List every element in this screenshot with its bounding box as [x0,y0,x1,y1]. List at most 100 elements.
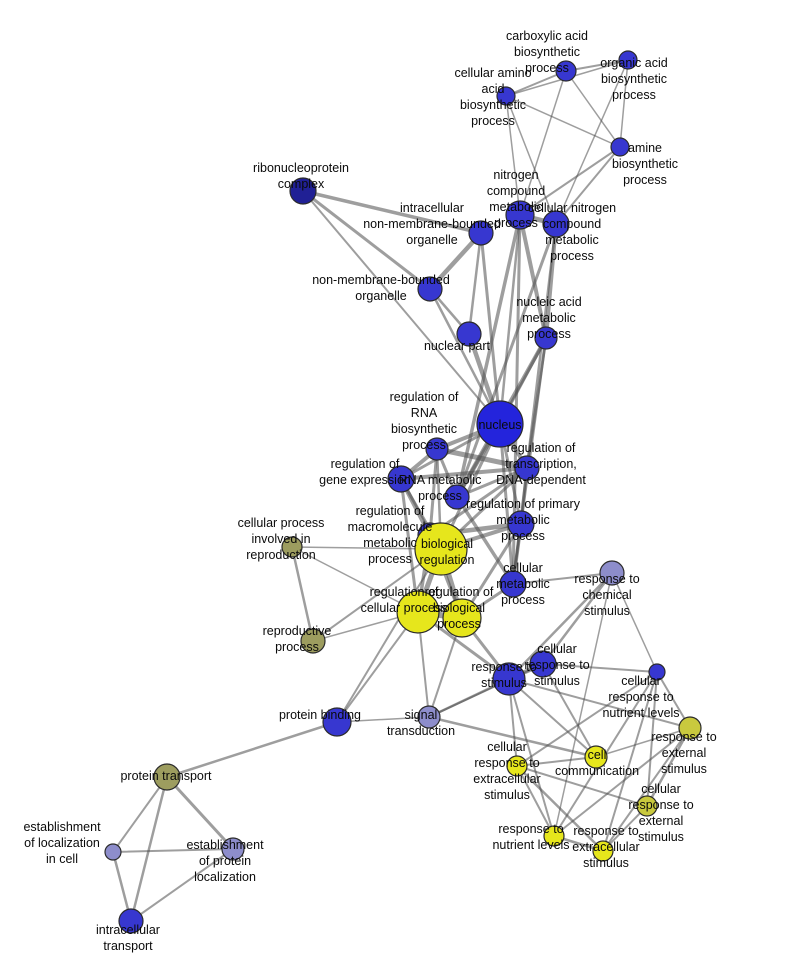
node-cellular-response-to-external-stimulus[interactable] [636,795,658,817]
edge-cellular-amino-acid-biosynthetic-process--cellular-nitrogen-compound-metabolic-process [505,95,557,225]
node-label-non-membrane-bounded-organelle-line-1: organelle [355,289,406,303]
node-rna-metabolic-process[interactable] [444,484,470,510]
edge-response-to-chemical-stimulus--response-to-nutrient-levels [553,572,613,837]
edge-protein-transport--establishment-of-localization-in-cell [112,776,168,853]
node-label-regulation-of-primary-metabolic-process-line-0: regulation of primary [466,497,581,511]
node-label-regulation-of-gene-expression-line-0: regulation of [331,457,400,471]
node-response-to-extracellular-stimulus[interactable] [592,840,614,862]
edge-organic-acid-biosynthetic-process--cellular-nitrogen-compound-metabolic-process [555,59,629,225]
node-label-response-to-nutrient-levels-line-0: response to [498,822,563,836]
node-label-cellular-response-to-extracellular-stimulus-line-2: extracellular [473,772,540,786]
node-establishment-of-localization-in-cell[interactable] [104,843,122,861]
edge-response-to-external-stimulus--response-to-extracellular-stimulus [602,727,691,852]
node-signal-transduction[interactable] [417,705,441,729]
edge-carboxylic-acid-biosynthetic-process--nitrogen-compound-metabolic-process [519,70,567,216]
node-response-to-external-stimulus[interactable] [678,716,702,740]
node-cellular-response-to-extracellular-stimulus[interactable] [506,755,528,777]
node-label-cellular-nitrogen-compound-metabolic-process-line-1: compound [543,217,601,231]
node-label-response-to-external-stimulus-line-0: response to [651,730,716,744]
node-regulation-of-rna-biosynthetic-process[interactable] [425,437,449,461]
node-protein-binding[interactable] [322,707,352,737]
edge-rna-metabolic-process--cellular-metabolic-process [455,495,515,586]
node-label-response-to-stimulus-line-0: response to [471,660,536,674]
node-label-cellular-nitrogen-compound-metabolic-process-line-2: metabolic [545,233,599,247]
node-establishment-of-protein-localization[interactable] [221,837,245,861]
edge-carboxylic-acid-biosynthetic-process--cellular-amino-acid-biosynthetic-process [505,70,567,97]
node-cellular-amino-acid-biosynthetic-process[interactable] [496,86,516,106]
node-regulation-of-transcription-dna-dependent[interactable] [514,455,540,481]
node-label-nitrogen-compound-metabolic-process-line-1: compound [487,184,545,198]
edge-non-membrane-bounded-organelle--nucleus [428,287,502,426]
node-ribonucleoprotein-complex[interactable] [289,177,317,205]
node-label-regulation-of-rna-biosynthetic-process-line-0: regulation of [390,390,459,404]
node-cellular-process-involved-in-reproduction[interactable] [281,536,303,558]
node-label-regulation-of-macromolecule-metabolic-process-line-3: process [368,552,412,566]
node-label-amine-biosynthetic-process-line-1: biosynthetic [612,157,678,171]
edge-carboxylic-acid-biosynthetic-process--amine-biosynthetic-process [565,70,621,148]
node-label-nitrogen-compound-metabolic-process-line-3: process [494,216,538,230]
node-label-cellular-process-involved-in-reproduction-line-0: cellular process [238,516,325,530]
node-label-non-membrane-bounded-organelle-line-0: non-membrane-bounded [312,273,450,287]
edge-response-to-external-stimulus--cellular-response-to-external-stimulus [645,726,692,808]
node-cellular-nitrogen-compound-metabolic-process[interactable] [542,210,570,238]
node-carboxylic-acid-biosynthetic-process[interactable] [555,60,577,82]
node-amine-biosynthetic-process[interactable] [610,137,630,157]
node-cell-communication[interactable] [584,745,608,769]
node-label-intracellular-non-membrane-bounded-organelle-line-2: organelle [406,233,457,247]
node-response-to-stimulus[interactable] [492,662,526,696]
edge-protein-transport--intracellular-transport [129,775,169,923]
node-nucleus[interactable] [476,400,524,448]
node-cellular-response-to-stimulus[interactable] [529,650,557,678]
node-regulation-of-cellular-process[interactable] [396,590,440,634]
node-cellular-response-to-nutrient-levels[interactable] [648,663,666,681]
node-organic-acid-biosynthetic-process[interactable] [618,50,638,70]
node-non-membrane-bounded-organelle[interactable] [417,276,443,302]
edge-intracellular-non-membrane-bounded-organelle--nuclear-part [467,231,483,336]
node-regulation-of-primary-metabolic-process[interactable] [507,510,535,538]
node-nitrogen-compound-metabolic-process[interactable] [505,200,535,230]
node-response-to-nutrient-levels[interactable] [543,825,565,847]
node-reproductive-process[interactable] [300,628,326,654]
node-label-regulation-of-macromolecule-metabolic-process-line-1: macromolecule [348,520,433,534]
edge-protein-binding--biological-regulation [336,548,442,723]
edge-cellular-process-involved-in-reproduction--reproductive-process [290,545,315,643]
node-intracellular-non-membrane-bounded-organelle[interactable] [468,220,494,246]
node-cellular-metabolic-process[interactable] [499,570,527,598]
edge-response-to-nutrient-levels--cellular-response-to-extracellular-stimulus [516,765,555,837]
node-label-response-to-chemical-stimulus-line-2: stimulus [584,604,630,618]
node-label-regulation-of-primary-metabolic-process-line-1: metabolic [496,513,550,527]
node-protein-transport[interactable] [153,763,181,791]
node-label-cellular-metabolic-process-line-0: cellular [503,561,543,575]
node-nuclear-part[interactable] [456,321,482,347]
node-intracellular-transport[interactable] [118,908,144,934]
node-nucleic-acid-metabolic-process[interactable] [534,326,558,350]
node-label-regulation-of-transcription-dna-dependent-line-0: regulation of [507,441,576,455]
node-label-response-to-extracellular-stimulus-line-0: response to [573,824,638,838]
edge-ribonucleoprotein-complex--non-membrane-bounded-organelle [301,189,432,291]
edge-cellular-response-to-stimulus--cell-communication [542,663,597,758]
node-regulation-of-biological-process[interactable] [442,598,482,638]
node-biological-regulation[interactable] [414,522,468,576]
edge-cellular-amino-acid-biosynthetic-process--nitrogen-compound-metabolic-process [505,95,521,216]
node-label-regulation-of-cellular-process-line-0: regulation of [370,585,439,599]
node-label-cellular-response-to-stimulus-line-1: response to [524,658,589,672]
node-label-carboxylic-acid-biosynthetic-process-line-2: process [525,61,569,75]
node-label-carboxylic-acid-biosynthetic-process-line-1: biosynthetic [514,45,580,59]
node-response-to-chemical-stimulus[interactable] [599,560,625,586]
node-label-amine-biosynthetic-process-line-2: process [623,173,667,187]
node-label-intracellular-non-membrane-bounded-organelle-line-1: non-membrane-bounded [363,217,501,231]
edge-regulation-of-transcription-dna-dependent--regulation-of-rna-biosynthetic-process [434,446,530,471]
node-label-carboxylic-acid-biosynthetic-process-line-0: carboxylic acid [506,29,588,43]
node-label-cell-communication-line-0: cell [588,748,607,762]
node-label-nucleus-line-0: nucleus [478,418,521,432]
node-label-response-to-extracellular-stimulus-line-2: stimulus [583,856,629,870]
node-label-cellular-response-to-nutrient-levels-line-2: nutrient levels [602,706,679,720]
node-label-regulation-of-biological-process-line-2: process [437,617,481,631]
node-label-regulation-of-biological-process-line-0: regulation of [425,585,494,599]
node-regulation-of-gene-expression[interactable] [387,465,415,493]
edge-cellular-response-to-nutrient-levels--response-to-extracellular-stimulus [602,671,658,852]
node-label-nucleic-acid-metabolic-process-line-1: metabolic [522,311,576,325]
node-label-regulation-of-transcription-dna-dependent-line-2: DNA-dependent [496,473,586,487]
edge-cellular-process-involved-in-reproduction--regulation-of-cellular-process [291,546,419,613]
